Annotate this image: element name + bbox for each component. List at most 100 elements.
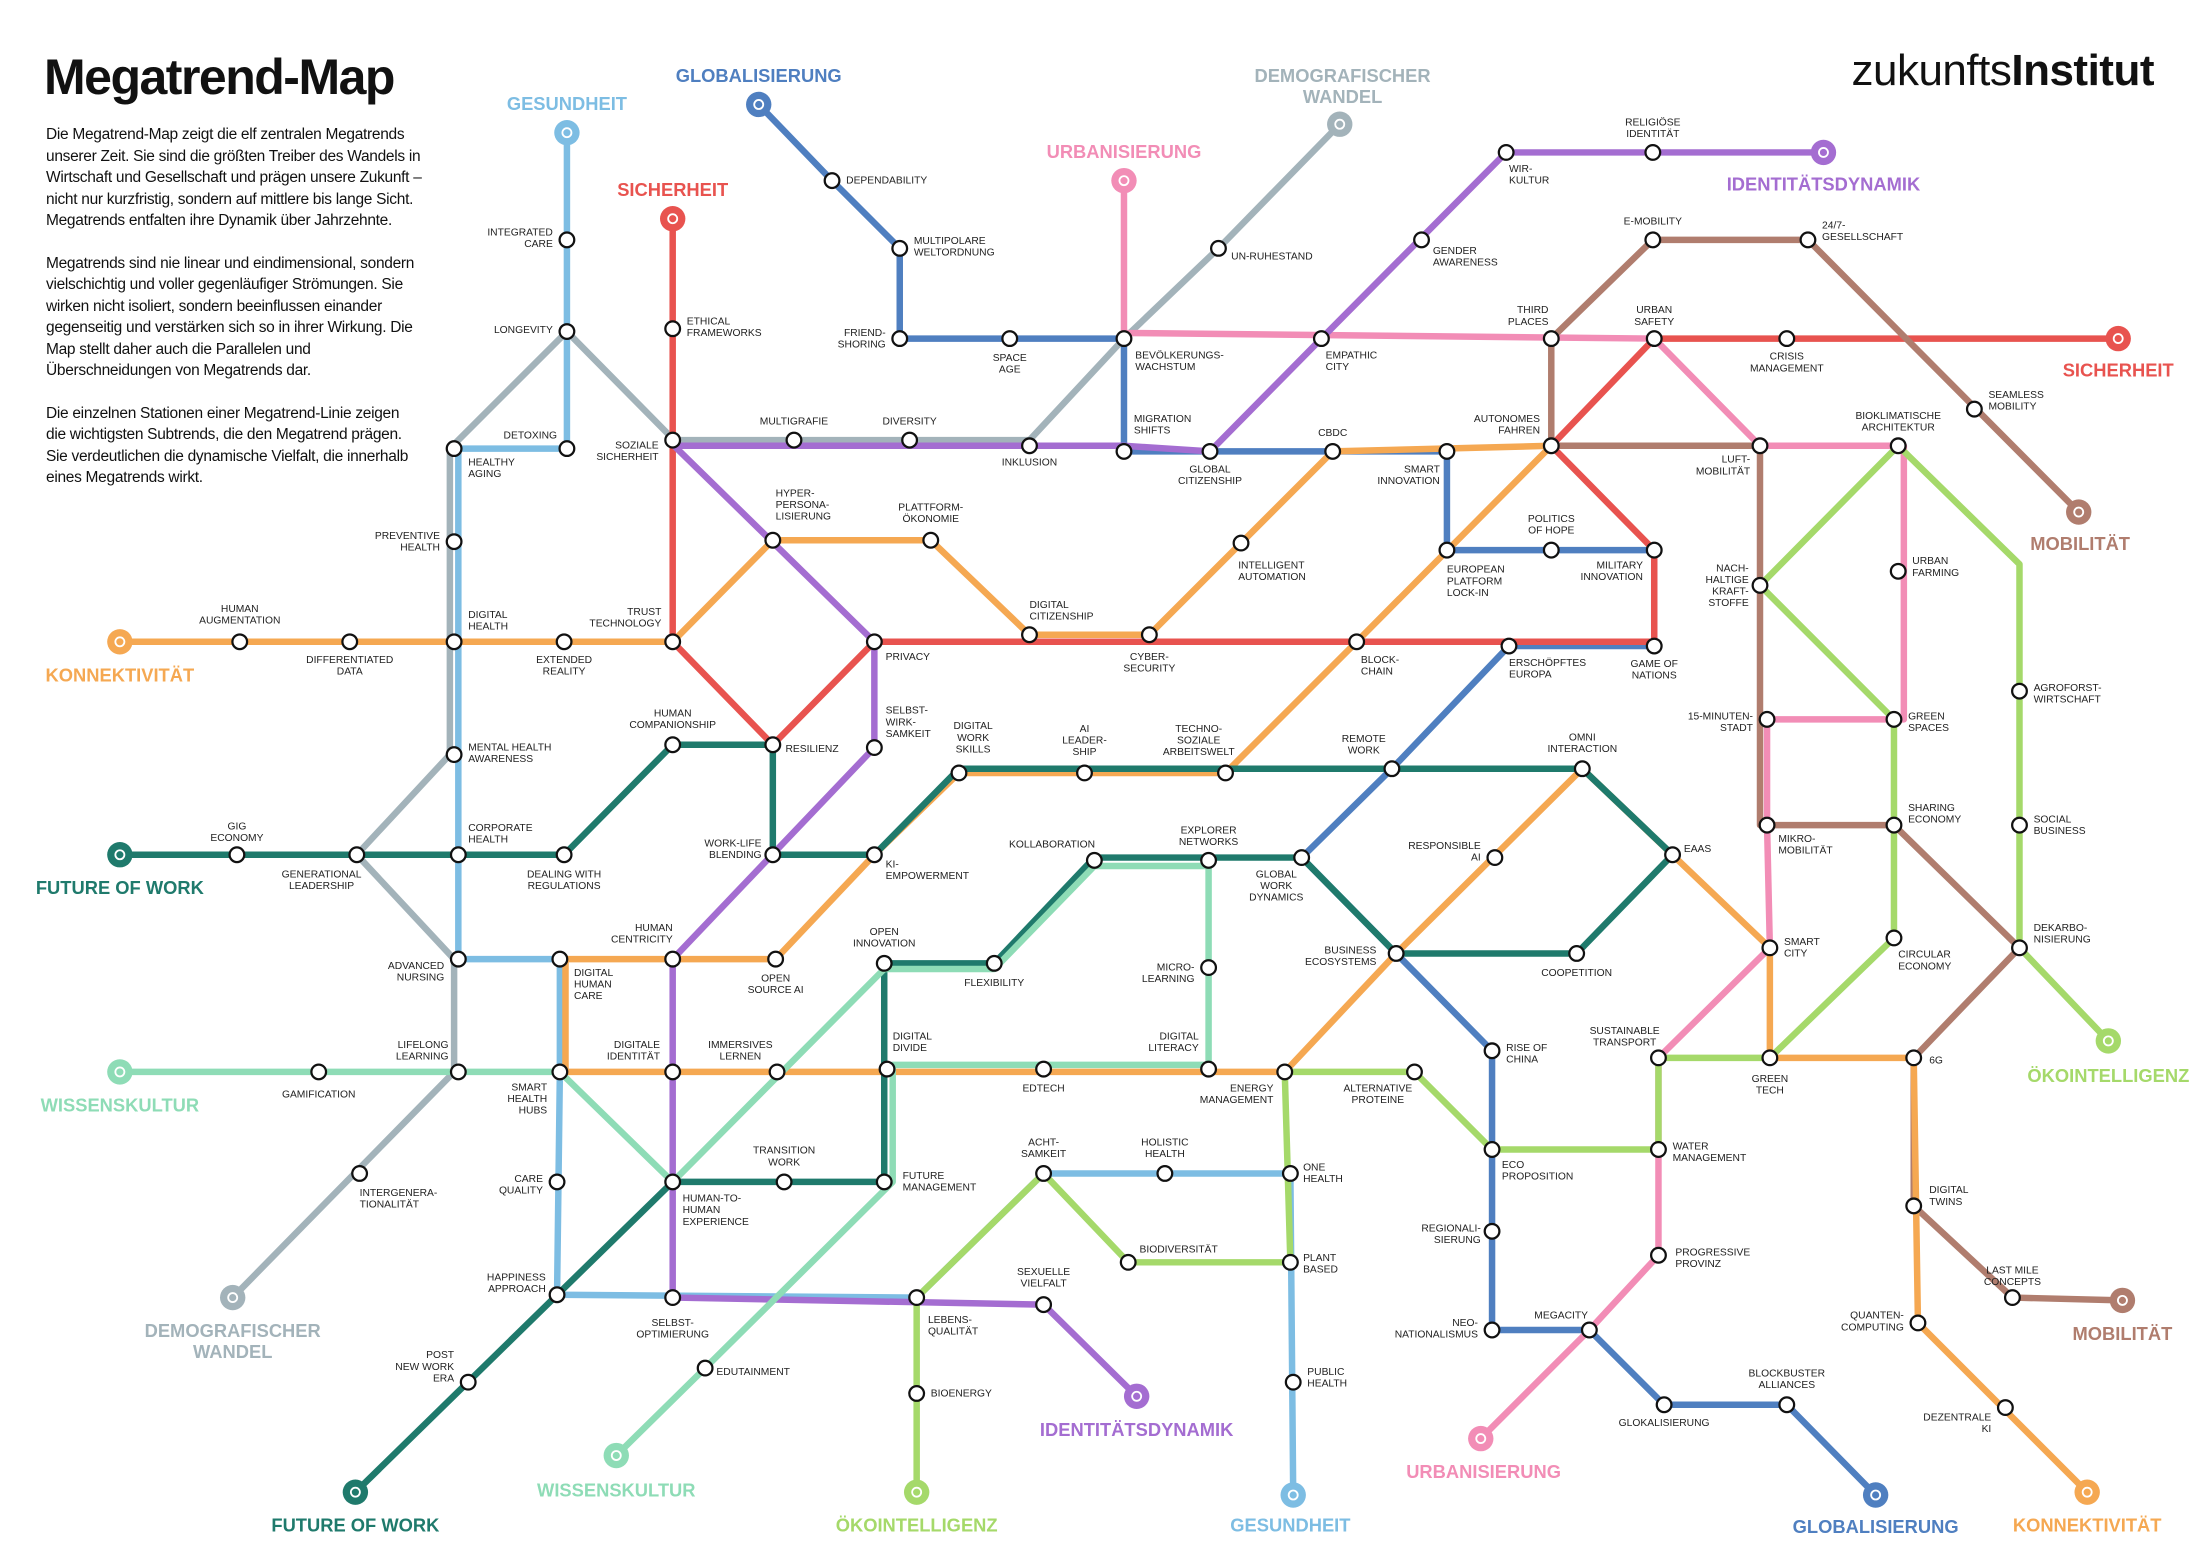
station[interactable]: BEVÖLKERUNGS-WACHSTUM — [1115, 330, 1224, 373]
station[interactable]: LUFT-MOBILITÄT — [1696, 437, 1769, 477]
terminal-wissenskultur[interactable]: WISSENSKULTUR — [537, 1442, 696, 1501]
station[interactable]: LEBENS-QUALITÄT — [908, 1289, 979, 1338]
terminal-konnektivitaet[interactable]: KONNEKTIVITÄT — [2013, 1479, 2162, 1536]
station-marker[interactable] — [1383, 760, 1401, 778]
station-marker[interactable] — [1200, 851, 1218, 869]
station-marker[interactable] — [558, 323, 576, 341]
station-marker[interactable] — [922, 531, 940, 549]
station-marker[interactable] — [1281, 1164, 1299, 1182]
station[interactable]: HYPER-PERSONA-LISIERUNG — [764, 489, 831, 549]
station-marker[interactable] — [1201, 442, 1219, 460]
station[interactable]: MULTIGRAFIE — [760, 417, 828, 449]
station-marker[interactable] — [1387, 944, 1405, 962]
station[interactable]: EDUTAINMENT — [696, 1359, 791, 1378]
station[interactable]: 24/7-GESELLSCHAFT — [1799, 221, 1904, 249]
station-marker[interactable] — [865, 846, 883, 864]
station-marker[interactable] — [1885, 929, 1903, 947]
terminal-urbanisierung[interactable]: URBANISIERUNG — [1406, 1425, 1561, 1482]
station-marker[interactable] — [351, 1164, 369, 1182]
station-marker[interactable] — [1778, 1396, 1796, 1414]
station-marker[interactable] — [231, 633, 249, 651]
station-marker[interactable] — [875, 954, 893, 972]
station-marker[interactable] — [1217, 764, 1234, 782]
station-marker[interactable] — [1889, 437, 1907, 455]
terminal-identitaet[interactable]: IDENTITÄTSDYNAMIK — [1727, 139, 1921, 195]
station-marker[interactable] — [1001, 330, 1019, 348]
station-marker[interactable] — [1115, 442, 1133, 460]
station[interactable]: CBDC — [1318, 428, 1348, 460]
station-marker[interactable] — [449, 1063, 467, 1081]
station-marker[interactable] — [228, 846, 246, 864]
station-marker[interactable] — [865, 633, 883, 651]
station[interactable]: BIODIVERSITÄT — [1119, 1243, 1219, 1271]
station-marker[interactable] — [1276, 1063, 1294, 1081]
station-marker[interactable] — [764, 846, 782, 864]
station-marker[interactable] — [348, 846, 366, 864]
station[interactable]: MIKRO-MOBILITÄT — [1758, 816, 1834, 857]
station-marker[interactable] — [1483, 1042, 1501, 1060]
station-marker[interactable] — [1021, 437, 1038, 455]
station-marker[interactable] — [1500, 637, 1518, 655]
station[interactable]: GLOKALISIERUNG — [1619, 1396, 1710, 1429]
station-marker[interactable] — [1542, 437, 1560, 455]
station[interactable]: DIVERSITY — [882, 417, 937, 449]
station-marker[interactable] — [1909, 1314, 1927, 1332]
station-marker[interactable] — [908, 1384, 926, 1402]
station[interactable]: AGROFORST-WIRTSCHAFT — [2011, 682, 2102, 706]
station[interactable]: EAAS — [1664, 844, 1711, 864]
station-marker[interactable] — [1758, 816, 1776, 834]
station[interactable]: E-MOBILITY — [1624, 216, 1682, 249]
station-marker[interactable] — [551, 950, 569, 968]
terminal-globalisierung[interactable]: GLOBALISIERUNG — [1793, 1482, 1959, 1537]
terminal-wissenskultur[interactable]: WISSENSKULTUR — [41, 1059, 200, 1115]
station-marker[interactable] — [1573, 760, 1591, 778]
station-marker[interactable] — [1483, 1222, 1501, 1240]
station-marker[interactable] — [548, 1286, 566, 1304]
station-marker[interactable] — [664, 633, 682, 651]
terminal-mobilitaet[interactable]: MOBILITÄT — [2030, 499, 2130, 554]
station-marker[interactable] — [1885, 816, 1903, 834]
station-marker[interactable] — [1406, 1063, 1423, 1081]
station-marker[interactable] — [1889, 562, 1907, 580]
station-marker[interactable] — [1483, 1321, 1501, 1339]
station-marker[interactable] — [1200, 959, 1218, 977]
station[interactable]: PRIVACY — [865, 633, 930, 663]
station-marker[interactable] — [445, 633, 463, 651]
station-marker[interactable] — [1965, 400, 1983, 418]
station[interactable]: INKLUSION — [1002, 437, 1057, 469]
station-marker[interactable] — [764, 531, 782, 549]
station-marker[interactable] — [1156, 1164, 1174, 1182]
station-marker[interactable] — [985, 954, 1003, 972]
